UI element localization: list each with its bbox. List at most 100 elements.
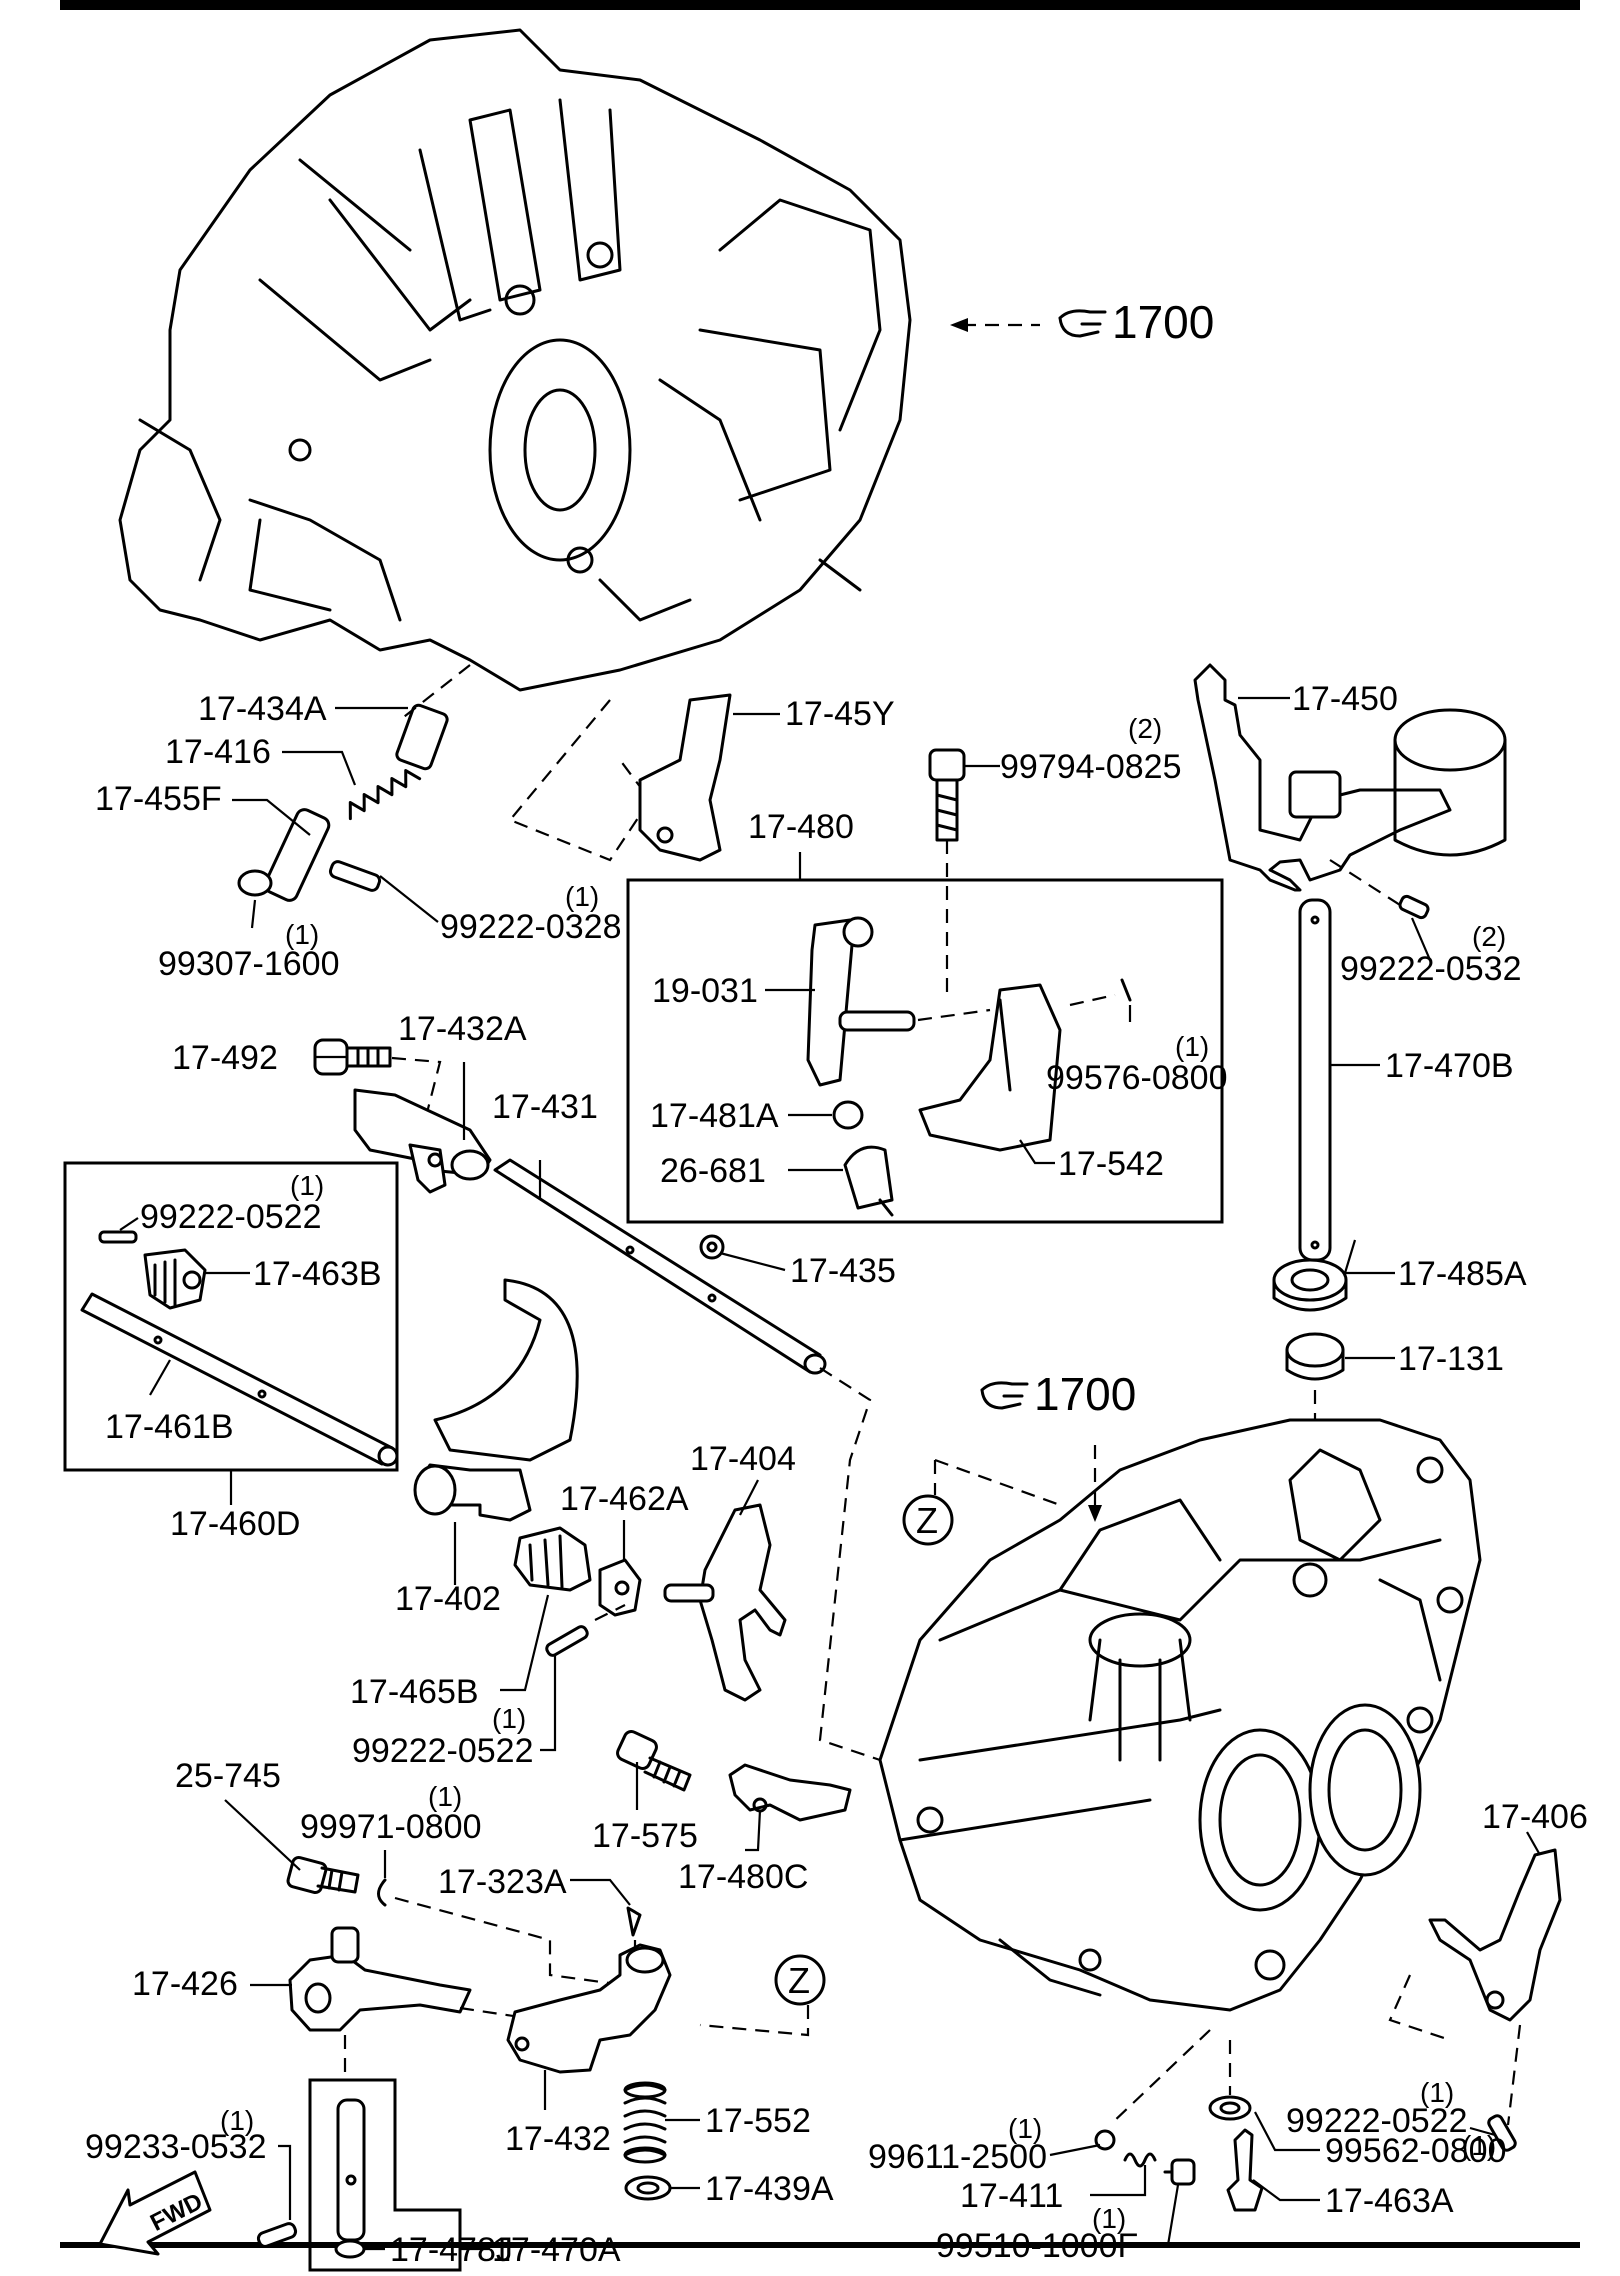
part-99222-0522-in-box [98, 1230, 138, 1244]
see-reference-icon [1058, 309, 1107, 338]
label-17-416: 17-416 [165, 733, 271, 771]
label-17-465B: 17-465B [350, 1673, 479, 1711]
ref-1700-label: 1700 [1112, 296, 1214, 348]
label-17-463A: 17-463A [1325, 2182, 1454, 2220]
see-reference-icon-lower [980, 1381, 1029, 1410]
label-17-411: 17-411 [960, 2177, 1063, 2215]
label-17-575: 17-575 [592, 1817, 698, 1855]
label-17-480C: 17-480C [678, 1858, 808, 1896]
qty-99794-0825: (2) [1128, 713, 1162, 744]
part-99576-0800 [1120, 978, 1132, 1002]
label-17-402: 17-402 [395, 1580, 501, 1618]
part-19-031 [806, 916, 916, 1087]
part-99222-0532 [1398, 894, 1430, 920]
qty-99562-0800: (1) [1462, 2130, 1496, 2161]
qty-99222-0328: (1) [565, 881, 599, 912]
label-17-470A: 17-470A [492, 2231, 621, 2269]
part-99233-0532 [256, 2222, 298, 2248]
assembly-line-45Y [508, 699, 652, 862]
part-99611-2500 [1094, 2129, 1116, 2151]
part-26-681 [843, 1145, 894, 1217]
label-17-426: 17-426 [132, 1965, 238, 2003]
zone-line-lower [699, 2005, 810, 2037]
part-17-411 [1123, 2152, 1157, 2168]
qty-99222-0522-c: (1) [1420, 2077, 1454, 2108]
assembly-line-99576 [1069, 993, 1116, 1007]
part-17-431 [493, 1158, 827, 1375]
label-99307-1600: 99307-1600 [158, 945, 340, 983]
assembly-line-406 [1506, 2024, 1522, 2126]
part-17-450 [1193, 663, 1507, 892]
label-99562-0800: 99562-0800 [1325, 2132, 1507, 2170]
qty-99510-1000F: (1) [1092, 2203, 1126, 2234]
assembly-line-406b [1388, 1974, 1451, 2042]
label-17-478J: 17-478J [390, 2231, 513, 2269]
label-17-450: 17-450 [1292, 680, 1398, 718]
part-17-434A [395, 703, 449, 771]
part-17-435 [699, 1234, 725, 1260]
part-17-470A-rod [336, 2098, 366, 2242]
bottom-rule [60, 2242, 1580, 2248]
qty-99222-0522-b: (1) [492, 1703, 526, 1734]
part-99222-0522-c [1487, 2114, 1517, 2152]
qty-99307-1600: (1) [285, 919, 319, 950]
label-99222-0532: 99222-0532 [1340, 950, 1522, 988]
part-17-406 [1428, 1848, 1562, 2022]
transmission-case-illustration [878, 1418, 1482, 2012]
zone-label-lower: Z [788, 1960, 810, 2001]
kit-box-17-470A [308, 2078, 462, 2272]
part-17-575 [616, 1730, 692, 1792]
part-17-404 [663, 1503, 787, 1702]
label-17-131: 17-131 [1398, 1340, 1504, 1378]
part-99794-0825 [928, 748, 966, 842]
part-17-432A [353, 1088, 492, 1194]
label-17-406: 17-406 [1482, 1798, 1588, 1836]
part-17-478J [334, 2239, 366, 2259]
part-17-485A [1272, 1258, 1348, 1312]
assembly-line-465B [594, 1604, 626, 1621]
part-17-463B [143, 1248, 207, 1310]
part-99222-0522-b [545, 1625, 589, 1657]
label-17-542: 17-542 [1058, 1145, 1164, 1183]
label-99233-0532: 99233-0532 [85, 2128, 267, 2166]
assembly-line-99611 [1109, 2029, 1211, 2126]
qty-99222-0532: (2) [1472, 921, 1506, 952]
label-17-434A: 17-434A [198, 690, 327, 728]
part-17-463A [1226, 2128, 1264, 2212]
part-99971-0800 [377, 1878, 387, 1907]
part-17-432 [506, 1943, 672, 2074]
part-17-552 [623, 2081, 667, 2164]
ref-1700-upper: 1700 [950, 296, 1214, 348]
label-17-461B: 17-461B [105, 1408, 234, 1446]
part-17-45Y [638, 693, 732, 862]
label-17-463B: 17-463B [253, 1255, 382, 1293]
part-99562-0800 [1208, 2095, 1252, 2121]
label-17-435: 17-435 [790, 1252, 896, 1290]
ref-1700-lower-label: 1700 [1034, 1368, 1136, 1420]
assembly-line-19-031 [917, 1008, 991, 1022]
top-rule [60, 0, 1580, 10]
assembly-line-431 [818, 1367, 881, 1762]
label-99222-0522-a: 99222-0522 [140, 1198, 322, 1236]
part-labels: 17-434A 17-416 17-455F (1) 99307-1600 (1… [85, 680, 1588, 2269]
label-17-432: 17-432 [505, 2120, 611, 2158]
clutch-housing-illustration [118, 28, 912, 692]
part-25-745 [286, 1855, 360, 1895]
label-99222-0328: 99222-0328 [440, 908, 622, 946]
label-17-492: 17-492 [172, 1039, 278, 1077]
qty-99576-0800: (1) [1175, 1031, 1209, 1062]
part-17-470B [1298, 898, 1332, 1262]
label-17-485A: 17-485A [1398, 1255, 1527, 1293]
part-17-455F [263, 808, 331, 902]
label-99222-0522-b: 99222-0522 [352, 1732, 534, 1770]
part-17-416 [348, 769, 422, 821]
label-99222-0522-c: 99222-0522 [1286, 2102, 1468, 2140]
label-17-431: 17-431 [492, 1088, 598, 1126]
fwd-arrow: FWD [98, 2170, 212, 2256]
part-17-542 [918, 983, 1062, 1152]
zone-line-upper-h [934, 1458, 1061, 1507]
label-17-552: 17-552 [705, 2102, 811, 2140]
label-17-460D: 17-460D [170, 1505, 300, 1543]
part-17-481A [832, 1100, 864, 1130]
